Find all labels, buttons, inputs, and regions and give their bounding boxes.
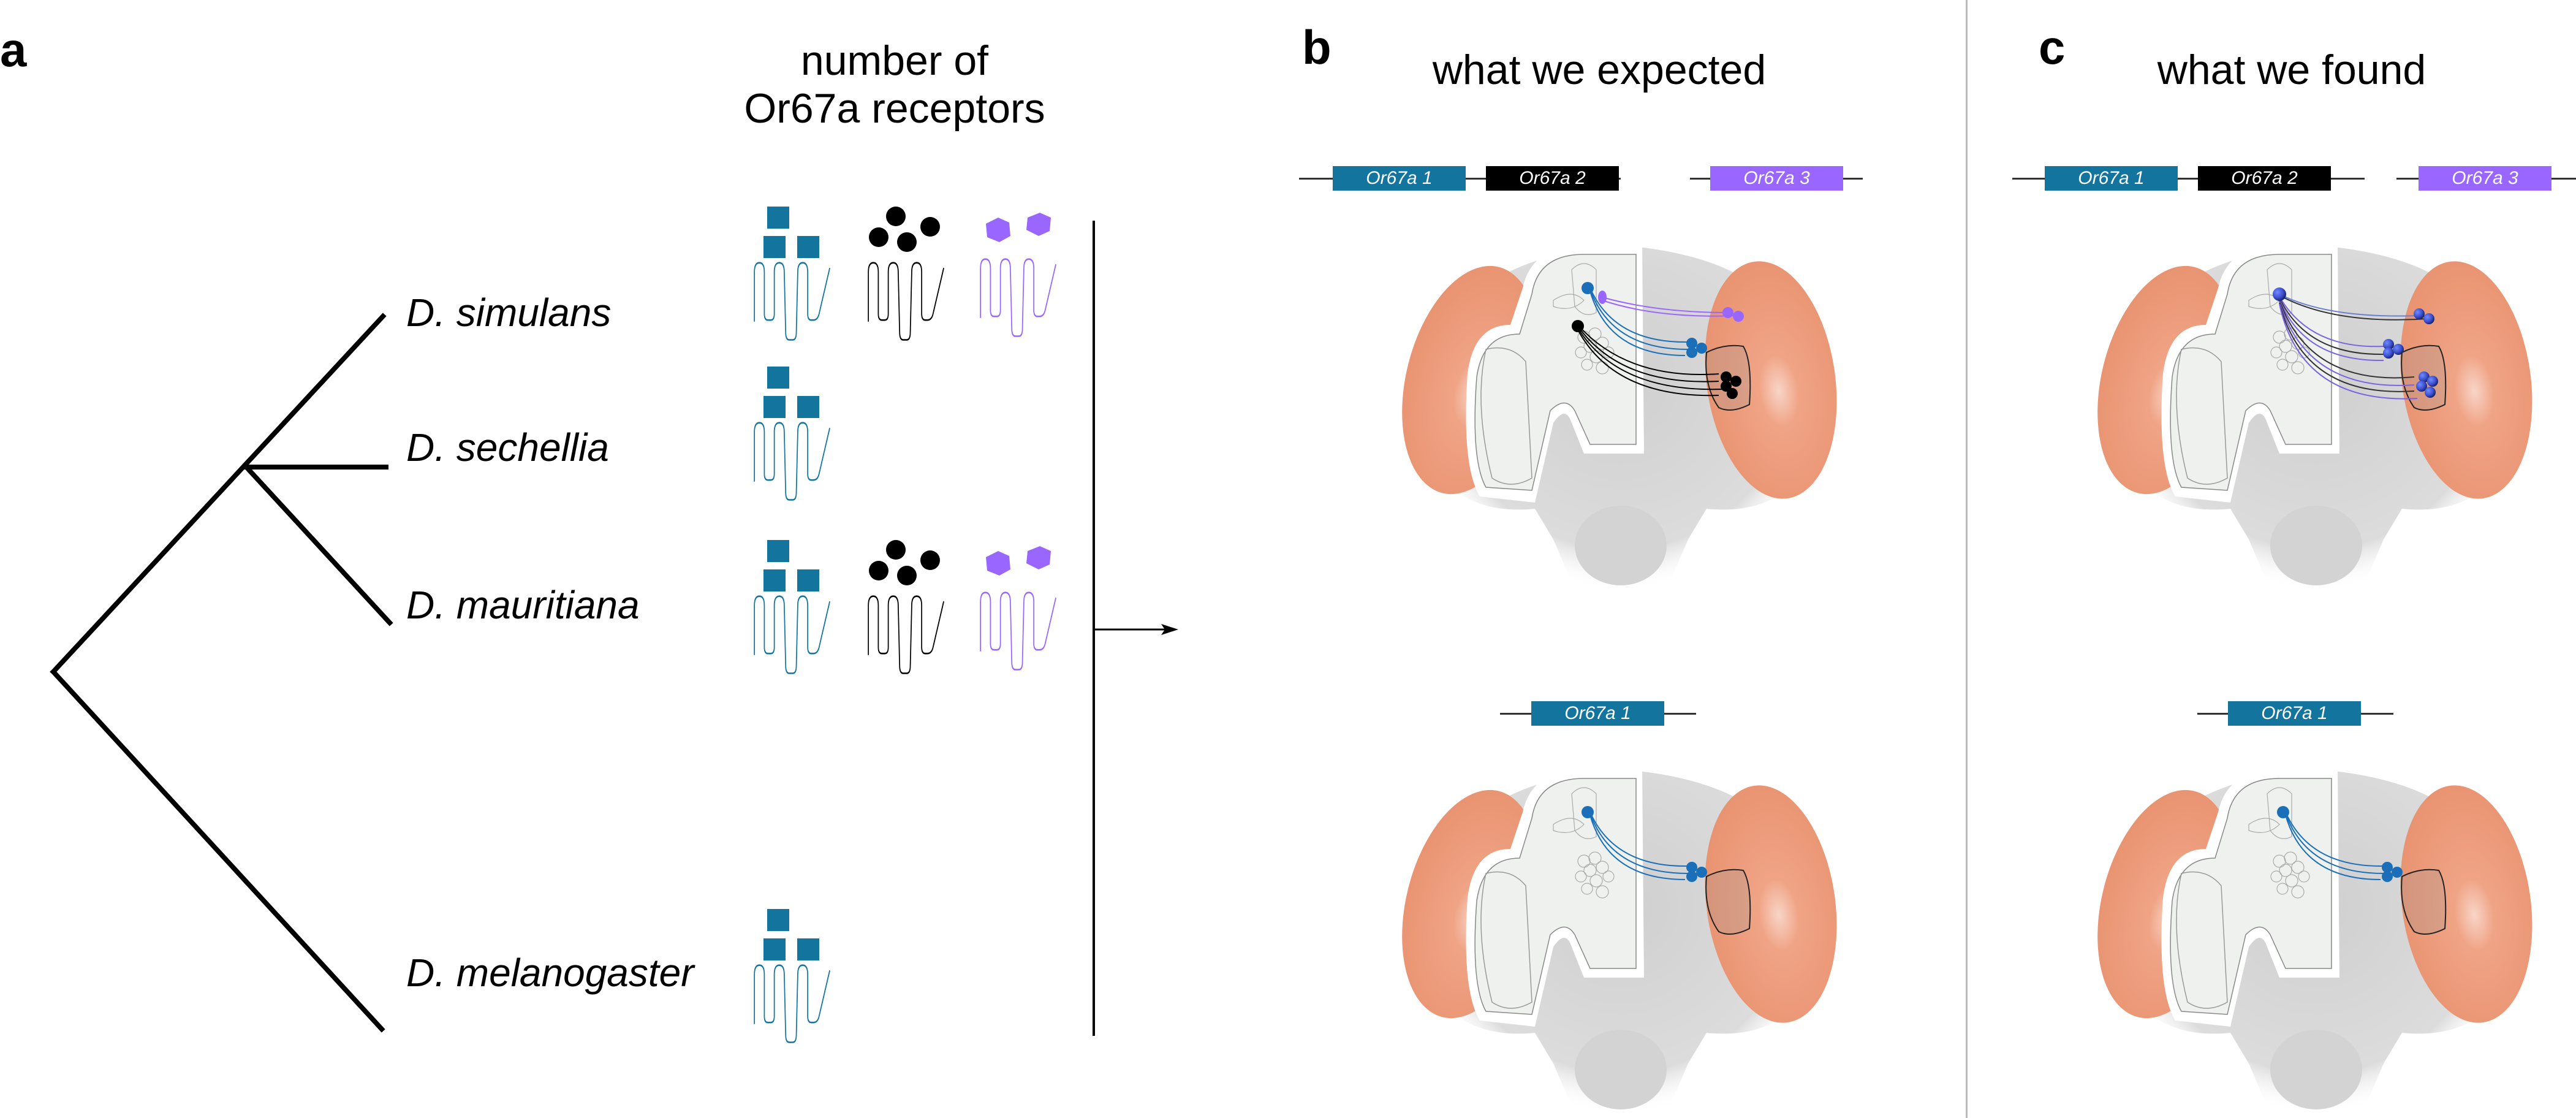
receptor-or67a3-mauritiana bbox=[979, 546, 1057, 671]
gene-or67a1: Or67a 1 bbox=[1531, 701, 1664, 726]
receptor-or67a1-melanogaster bbox=[753, 909, 831, 1043]
hexagon-ligand-icon bbox=[986, 213, 1051, 242]
seven-transmembrane-receptor-icon bbox=[753, 964, 831, 1043]
seven-transmembrane-receptor-icon bbox=[753, 422, 831, 501]
bracket-arrow bbox=[1093, 221, 1178, 1036]
circle-ligand-icon bbox=[869, 540, 940, 585]
seven-transmembrane-receptor-icon bbox=[979, 591, 1057, 671]
seven-transmembrane-receptor-icon bbox=[979, 258, 1057, 337]
fly-head-c-found-single-receptor bbox=[2075, 769, 2548, 1116]
square-ligand-icon bbox=[763, 909, 819, 960]
neuron-projections-or67a2 bbox=[1577, 324, 1722, 397]
panel-letter-a: a bbox=[0, 23, 27, 77]
circle-ligand-icon bbox=[869, 207, 940, 252]
title-line-2: Or67a receptors bbox=[744, 85, 1045, 132]
receptor-or67a1-simulans bbox=[753, 207, 831, 341]
gene-or67a2: Or67a 2 bbox=[1486, 166, 1619, 191]
neuron-projections-or67a1 bbox=[2285, 812, 2384, 880]
species-label-melanogaster: D. melanogaster bbox=[406, 951, 694, 995]
neuron-projections-or67a1 bbox=[1589, 287, 1689, 356]
receptor-or67a1-mauritiana bbox=[753, 540, 831, 674]
tree-branch-root-to-simulans bbox=[50, 313, 387, 675]
seven-transmembrane-receptor-icon bbox=[753, 595, 831, 674]
panel-b-title: what we expected bbox=[1432, 47, 1767, 93]
seven-transmembrane-receptor-icon bbox=[867, 262, 945, 341]
tree-branch-node-to-mauritiana bbox=[243, 463, 393, 626]
gene-track-b-top: Or67a 1 Or67a 2 Or67a 3 bbox=[1299, 166, 1863, 191]
panel-letter-c: c bbox=[2039, 20, 2066, 74]
fly-head-b-expected-single-receptor bbox=[1379, 769, 1852, 1116]
arrowhead-icon bbox=[1161, 624, 1178, 635]
species-label-mauritiana: D. mauritiana bbox=[406, 583, 640, 627]
fly-head-c-found-three-receptors bbox=[2075, 245, 2548, 591]
glomerulus-or67a1-icon bbox=[1582, 806, 1707, 882]
tree-branch-root-to-melanogaster bbox=[50, 668, 385, 1033]
receptor-or67a2-simulans bbox=[867, 207, 945, 341]
glomerulus-convergent-icon bbox=[2273, 287, 2438, 398]
neuron-projections-or67a1 bbox=[1589, 812, 1689, 880]
species-label-sechellia: D. sechellia bbox=[406, 425, 609, 470]
gene-or67a2: Or67a 2 bbox=[2198, 166, 2331, 191]
square-ligand-icon bbox=[763, 367, 819, 418]
gene-track-c-top: Or67a 1 Or67a 2 Or67a 3 bbox=[2012, 166, 2576, 191]
seven-transmembrane-receptor-icon bbox=[867, 595, 945, 674]
glomerulus-or67a3-icon bbox=[1598, 291, 1744, 322]
receptor-or67a2-mauritiana bbox=[867, 540, 945, 674]
panel-c-title: what we found bbox=[2157, 47, 2426, 93]
gene-or67a1: Or67a 1 bbox=[2228, 701, 2361, 726]
panel-divider bbox=[1966, 0, 1968, 1118]
receptor-or67a1-sechellia bbox=[753, 367, 831, 501]
neuron-projections-all-converging bbox=[2279, 294, 2427, 400]
neuron-projections-or67a3 bbox=[1602, 297, 1738, 317]
seven-transmembrane-receptor-icon bbox=[753, 262, 831, 341]
gene-or67a1: Or67a 1 bbox=[2045, 166, 2178, 191]
gene-or67a1: Or67a 1 bbox=[1333, 166, 1466, 191]
panel-letter-b: b bbox=[1302, 20, 1332, 74]
glomerulus-or67a2-icon bbox=[1572, 320, 1741, 399]
species-label-simulans: D. simulans bbox=[406, 291, 612, 335]
gene-track-b-bottom: Or67a 1 bbox=[1500, 701, 1696, 726]
fly-head-b-expected-three-receptors bbox=[1379, 245, 1852, 591]
gene-or67a3: Or67a 3 bbox=[2419, 166, 2551, 191]
glomerulus-or67a1-icon bbox=[2277, 806, 2403, 882]
chromosome-line bbox=[2012, 178, 2365, 180]
gene-or67a3: Or67a 3 bbox=[1710, 166, 1843, 191]
phylogenetic-tree bbox=[50, 313, 393, 1033]
square-ligand-icon bbox=[763, 207, 819, 258]
receptor-count-title: number of Or67a receptors bbox=[723, 37, 1066, 132]
glomerulus-or67a1-icon bbox=[1582, 282, 1707, 358]
receptor-or67a3-simulans bbox=[979, 213, 1057, 337]
hexagon-ligand-icon bbox=[986, 546, 1051, 576]
title-line-1: number of bbox=[800, 37, 989, 84]
square-ligand-icon bbox=[763, 540, 819, 591]
gene-track-c-bottom: Or67a 1 bbox=[2197, 701, 2393, 726]
